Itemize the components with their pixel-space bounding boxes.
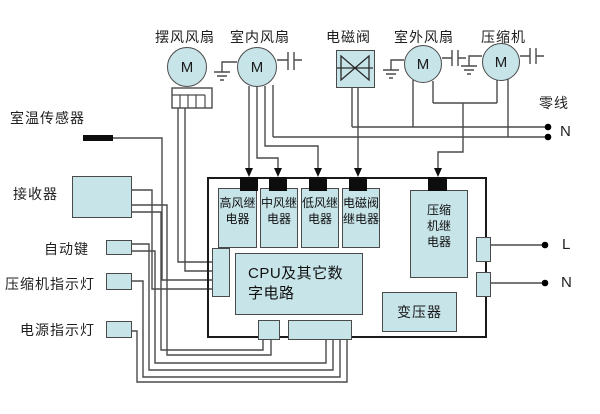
outdoor-fan-motor: M bbox=[404, 45, 442, 83]
auto-key-box bbox=[106, 240, 132, 255]
stepper-connector bbox=[171, 87, 213, 109]
label-room-sensor: 室温传感器 bbox=[10, 110, 85, 126]
header-connector-high bbox=[240, 177, 258, 191]
terminal-dots bbox=[541, 123, 552, 287]
label-compressor-indicator: 压缩机指示灯 bbox=[5, 276, 95, 292]
compressor-motor: M bbox=[482, 43, 520, 81]
arrows bbox=[245, 168, 442, 177]
junction-dot bbox=[541, 279, 549, 287]
label-n-bottom: N bbox=[561, 274, 573, 291]
arrow-down bbox=[434, 168, 442, 177]
label-power-indicator: 电源指示灯 bbox=[20, 322, 95, 338]
wire bbox=[132, 189, 212, 290]
board-right-connector-live bbox=[476, 237, 491, 262]
arrow-down bbox=[274, 168, 282, 177]
relay-solenoid-valve: 电磁阀继电器 bbox=[342, 188, 380, 248]
relay-compressor: 压缩机继电器 bbox=[410, 190, 468, 278]
compressor-indicator-box bbox=[106, 273, 132, 290]
ground-symbol bbox=[214, 61, 237, 81]
relay-low-wind: 低风继电器 bbox=[301, 188, 339, 248]
arrow-down bbox=[314, 168, 322, 177]
wires bbox=[113, 48, 548, 383]
relay-mid-wind: 中风继电器 bbox=[260, 188, 298, 248]
label-live: L bbox=[562, 236, 572, 253]
solenoid-valve-symbol bbox=[336, 50, 375, 88]
board-left-connector bbox=[212, 248, 230, 297]
cpu-box: CPU及其它数字电路 bbox=[235, 253, 363, 315]
junction-dot bbox=[544, 133, 552, 141]
label-n-top: N bbox=[560, 123, 572, 140]
wire bbox=[132, 243, 334, 371]
label-swing-fan: 摆风风扇 bbox=[155, 29, 215, 45]
header-connector-low bbox=[309, 177, 327, 191]
wire bbox=[264, 86, 319, 168]
label-compressor: 压缩机 bbox=[481, 29, 526, 45]
board-bottom-connector-1 bbox=[258, 320, 280, 340]
wire bbox=[132, 330, 348, 383]
indoor-fan-motor: M bbox=[237, 47, 277, 87]
wire bbox=[132, 204, 272, 356]
wire bbox=[177, 108, 212, 263]
transformer-box: 变压器 bbox=[382, 292, 457, 332]
motor-letter: M bbox=[250, 58, 264, 76]
ground-symbol bbox=[383, 59, 404, 79]
motor-letter: M bbox=[494, 53, 508, 71]
power-indicator-box bbox=[106, 321, 132, 338]
swing-fan-motor: M bbox=[167, 47, 207, 87]
wire bbox=[184, 108, 212, 272]
capacitor-symbol bbox=[520, 48, 544, 64]
relay-high-wind: 高风继电器 bbox=[218, 188, 257, 248]
header-connector-compressor bbox=[428, 177, 447, 191]
motor-letter: M bbox=[180, 58, 194, 76]
board-right-connector-neutral bbox=[476, 272, 491, 297]
wire bbox=[437, 103, 464, 168]
label-receiver: 接收器 bbox=[13, 186, 58, 202]
label-neutral-line: 零线 bbox=[539, 95, 569, 111]
wire bbox=[256, 87, 279, 168]
header-connector-mid bbox=[269, 177, 287, 191]
wire bbox=[132, 280, 341, 378]
wire bbox=[132, 250, 327, 364]
ground-symbol bbox=[461, 55, 482, 75]
room-sensor-element bbox=[83, 135, 113, 141]
receiver-box bbox=[72, 176, 132, 218]
arrow-down bbox=[354, 168, 362, 177]
label-indoor-fan: 室内风扇 bbox=[230, 29, 290, 45]
wire bbox=[113, 137, 212, 281]
label-solenoid-valve: 电磁阀 bbox=[326, 29, 371, 45]
arrow-down bbox=[245, 168, 253, 177]
capacitor-symbol bbox=[442, 50, 466, 66]
capacitor-symbol bbox=[277, 52, 302, 70]
board-bottom-connector-2 bbox=[288, 320, 352, 340]
label-auto-key: 自动键 bbox=[44, 241, 89, 257]
label-outdoor-fan: 室外风扇 bbox=[394, 29, 454, 45]
wire bbox=[132, 211, 264, 351]
motor-letter: M bbox=[416, 55, 430, 73]
junction-dot bbox=[541, 241, 549, 249]
header-connector-valve bbox=[349, 177, 367, 191]
junction-dot bbox=[544, 123, 552, 131]
